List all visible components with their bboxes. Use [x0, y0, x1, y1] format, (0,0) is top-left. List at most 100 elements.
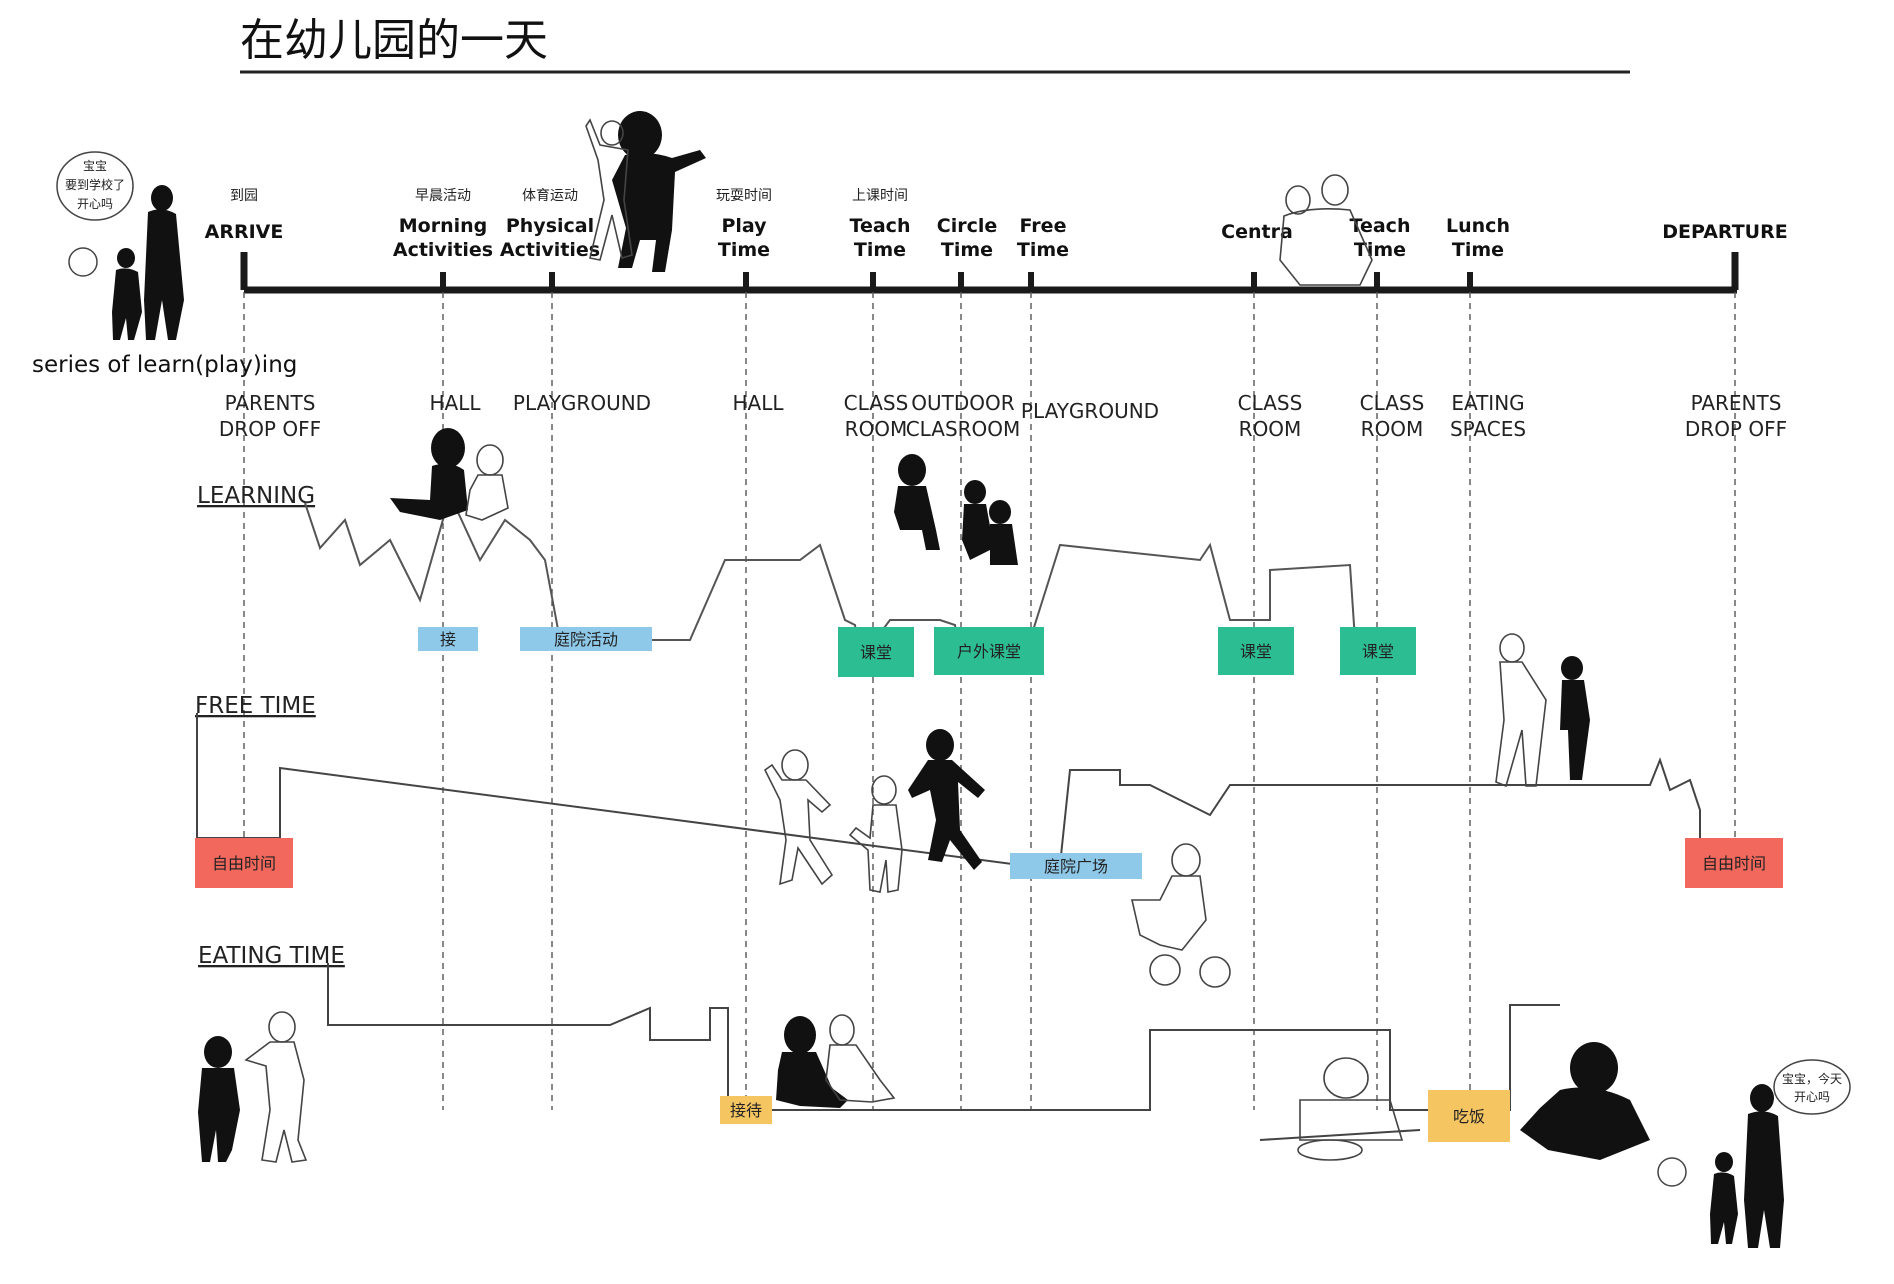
- phase-en-teach2-1: Teach: [1350, 215, 1411, 237]
- activity-box-label-courtyard-activity: 庭院活动: [554, 630, 618, 649]
- space-label-parents-drop-off-1-2: DROP OFF: [219, 417, 321, 441]
- phase-cn-arrive: 到园: [230, 188, 258, 204]
- space-label-class-room-1-2: ROOM: [845, 417, 908, 441]
- phase-en-play-2: Time: [718, 239, 770, 261]
- phase-en-circle-2: Time: [941, 239, 993, 261]
- series-label: series of learn(play)ing: [32, 352, 297, 378]
- activity-box-courtyard-activity: [520, 627, 652, 651]
- phase-en-departure-1: DEPARTURE: [1662, 221, 1787, 243]
- phase-en-play-1: Play: [721, 215, 767, 237]
- activity-box-classroom-3: [1340, 627, 1416, 675]
- track-title-free-time: FREE TIME: [195, 693, 316, 719]
- activity-box-label-free-2: 自由时间: [1702, 854, 1766, 873]
- bubble-left-line-1: 宝宝: [83, 159, 107, 173]
- space-label-parents-drop-off-1-1: PARENTS: [225, 391, 316, 415]
- activity-box-eat: [1428, 1090, 1510, 1142]
- child-face-icon-right: [1657, 1157, 1687, 1187]
- activity-box-courtyard-plaza: [1010, 853, 1142, 879]
- parent-child-departure-silhouette: [1710, 1084, 1784, 1248]
- child-standing-silhouette: [198, 1036, 240, 1162]
- outline-eating-child: [1297, 1057, 1404, 1161]
- activity-box-reception: [720, 1096, 772, 1124]
- activity-box-label-outdoor-class: 户外课堂: [957, 642, 1021, 661]
- outline-dancing-figure: [585, 118, 633, 261]
- free-time-path: [196, 713, 1701, 866]
- activity-box-label-eat: 吃饭: [1453, 1107, 1485, 1126]
- track-title-eating-time: EATING TIME: [198, 943, 345, 969]
- activity-box-label-free-1: 自由时间: [212, 854, 276, 873]
- phase-en-morning-2: Activities: [393, 239, 493, 261]
- lunch-child-silhouette: [1560, 656, 1590, 780]
- bubble-right-line-2: 开心吗: [1794, 1090, 1830, 1104]
- phase-en-free-2: Time: [1017, 239, 1069, 261]
- space-label-playground-1-1: PLAYGROUND: [513, 391, 651, 415]
- phase-en-teach1-2: Time: [854, 239, 906, 261]
- child-bowl-silhouette: [1520, 1042, 1650, 1160]
- activity-box-label-courtyard-plaza: 庭院广场: [1044, 857, 1108, 876]
- phase-en-teach2-2: Time: [1354, 239, 1406, 261]
- outline-lunch-child: [1495, 633, 1547, 788]
- silhouettes: [112, 111, 1784, 1248]
- space-label-class-room-3-1: CLASS: [1360, 391, 1425, 415]
- child-face-icon: [68, 247, 98, 277]
- outline-playing-children: [763, 749, 903, 893]
- running-child-silhouette: [908, 729, 985, 870]
- space-label-outdoor-classroom-2: CLASROOM: [906, 417, 1021, 441]
- track-title-learning: LEARNING: [197, 483, 315, 509]
- activity-box-free-2: [1685, 838, 1783, 888]
- activity-box-label-classroom-2: 课堂: [1240, 642, 1272, 661]
- space-label-hall-1-1: HALL: [429, 391, 481, 415]
- phase-guides: [243, 292, 1736, 1110]
- phase-en-central-1: Centra: [1221, 221, 1293, 243]
- speech-bubble-right: [1773, 1059, 1851, 1115]
- phase-en-lunch-2: Time: [1452, 239, 1504, 261]
- space-label-class-room-3-2: ROOM: [1361, 417, 1424, 441]
- activity-box-label-reception: 接待: [730, 1101, 762, 1120]
- activity-box-label-classroom-3: 课堂: [1362, 642, 1394, 661]
- phase-labels: 到园ARRIVE早晨活动MorningActivities体育运动Physica…: [205, 188, 1788, 261]
- space-label-class-room-2-2: ROOM: [1239, 417, 1302, 441]
- outline-cycling-child: [1130, 843, 1231, 988]
- activity-box-classroom-2: [1218, 627, 1294, 675]
- space-label-class-room-2-1: CLASS: [1238, 391, 1303, 415]
- phase-cn-physical: 体育运动: [522, 188, 578, 204]
- teacher-sitting-silhouette: [894, 454, 1018, 565]
- phase-cn-play: 玩耍时间: [716, 188, 772, 204]
- reading-children-silhouette: [390, 428, 468, 520]
- space-label-class-room-1-1: CLASS: [844, 391, 909, 415]
- phase-en-physical-1: Physical: [506, 215, 594, 237]
- phase-en-morning-1: Morning: [399, 215, 488, 237]
- outline-sitting-child-eating: [825, 1014, 896, 1103]
- activity-box-classroom-1: [838, 627, 914, 677]
- activity-box-label-classroom-1: 课堂: [860, 643, 892, 662]
- activity-box-free-1: [195, 838, 293, 888]
- phase-cn-teach1: 上课时间: [852, 188, 908, 204]
- eating-path: [327, 963, 1560, 1111]
- phase-ticks: [240, 252, 1739, 290]
- outline-standing-child-left: [244, 1011, 308, 1163]
- space-label-eating-spaces-1: EATING: [1451, 391, 1524, 415]
- phase-en-physical-2: Activities: [500, 239, 600, 261]
- space-label-parents-drop-off-2-2: DROP OFF: [1685, 417, 1787, 441]
- outline-hugging-figures: [1279, 174, 1373, 286]
- space-label-hall-2-1: HALL: [732, 391, 784, 415]
- sitting-child-eating-silhouette: [776, 1016, 848, 1108]
- phase-en-circle-1: Circle: [937, 215, 998, 237]
- space-label-parents-drop-off-2-1: PARENTS: [1691, 391, 1782, 415]
- activity-box-outdoor-class: [934, 627, 1044, 675]
- eating-path-tail: [1259, 1129, 1421, 1141]
- learning-path: [304, 492, 1356, 663]
- phase-en-free-1: Free: [1020, 215, 1067, 237]
- page-title: 在幼儿园的一天: [240, 15, 548, 66]
- space-label-playground-2-1: PLAYGROUND: [1021, 399, 1159, 423]
- outline-sitting-child: [465, 444, 509, 521]
- phase-en-teach1-1: Teach: [850, 215, 911, 237]
- activity-box-label-jie: 接: [440, 630, 456, 649]
- activity-box-jie: [418, 627, 478, 651]
- parent-child-arrive-silhouette: [112, 185, 184, 340]
- outline-figures: [244, 118, 1547, 1163]
